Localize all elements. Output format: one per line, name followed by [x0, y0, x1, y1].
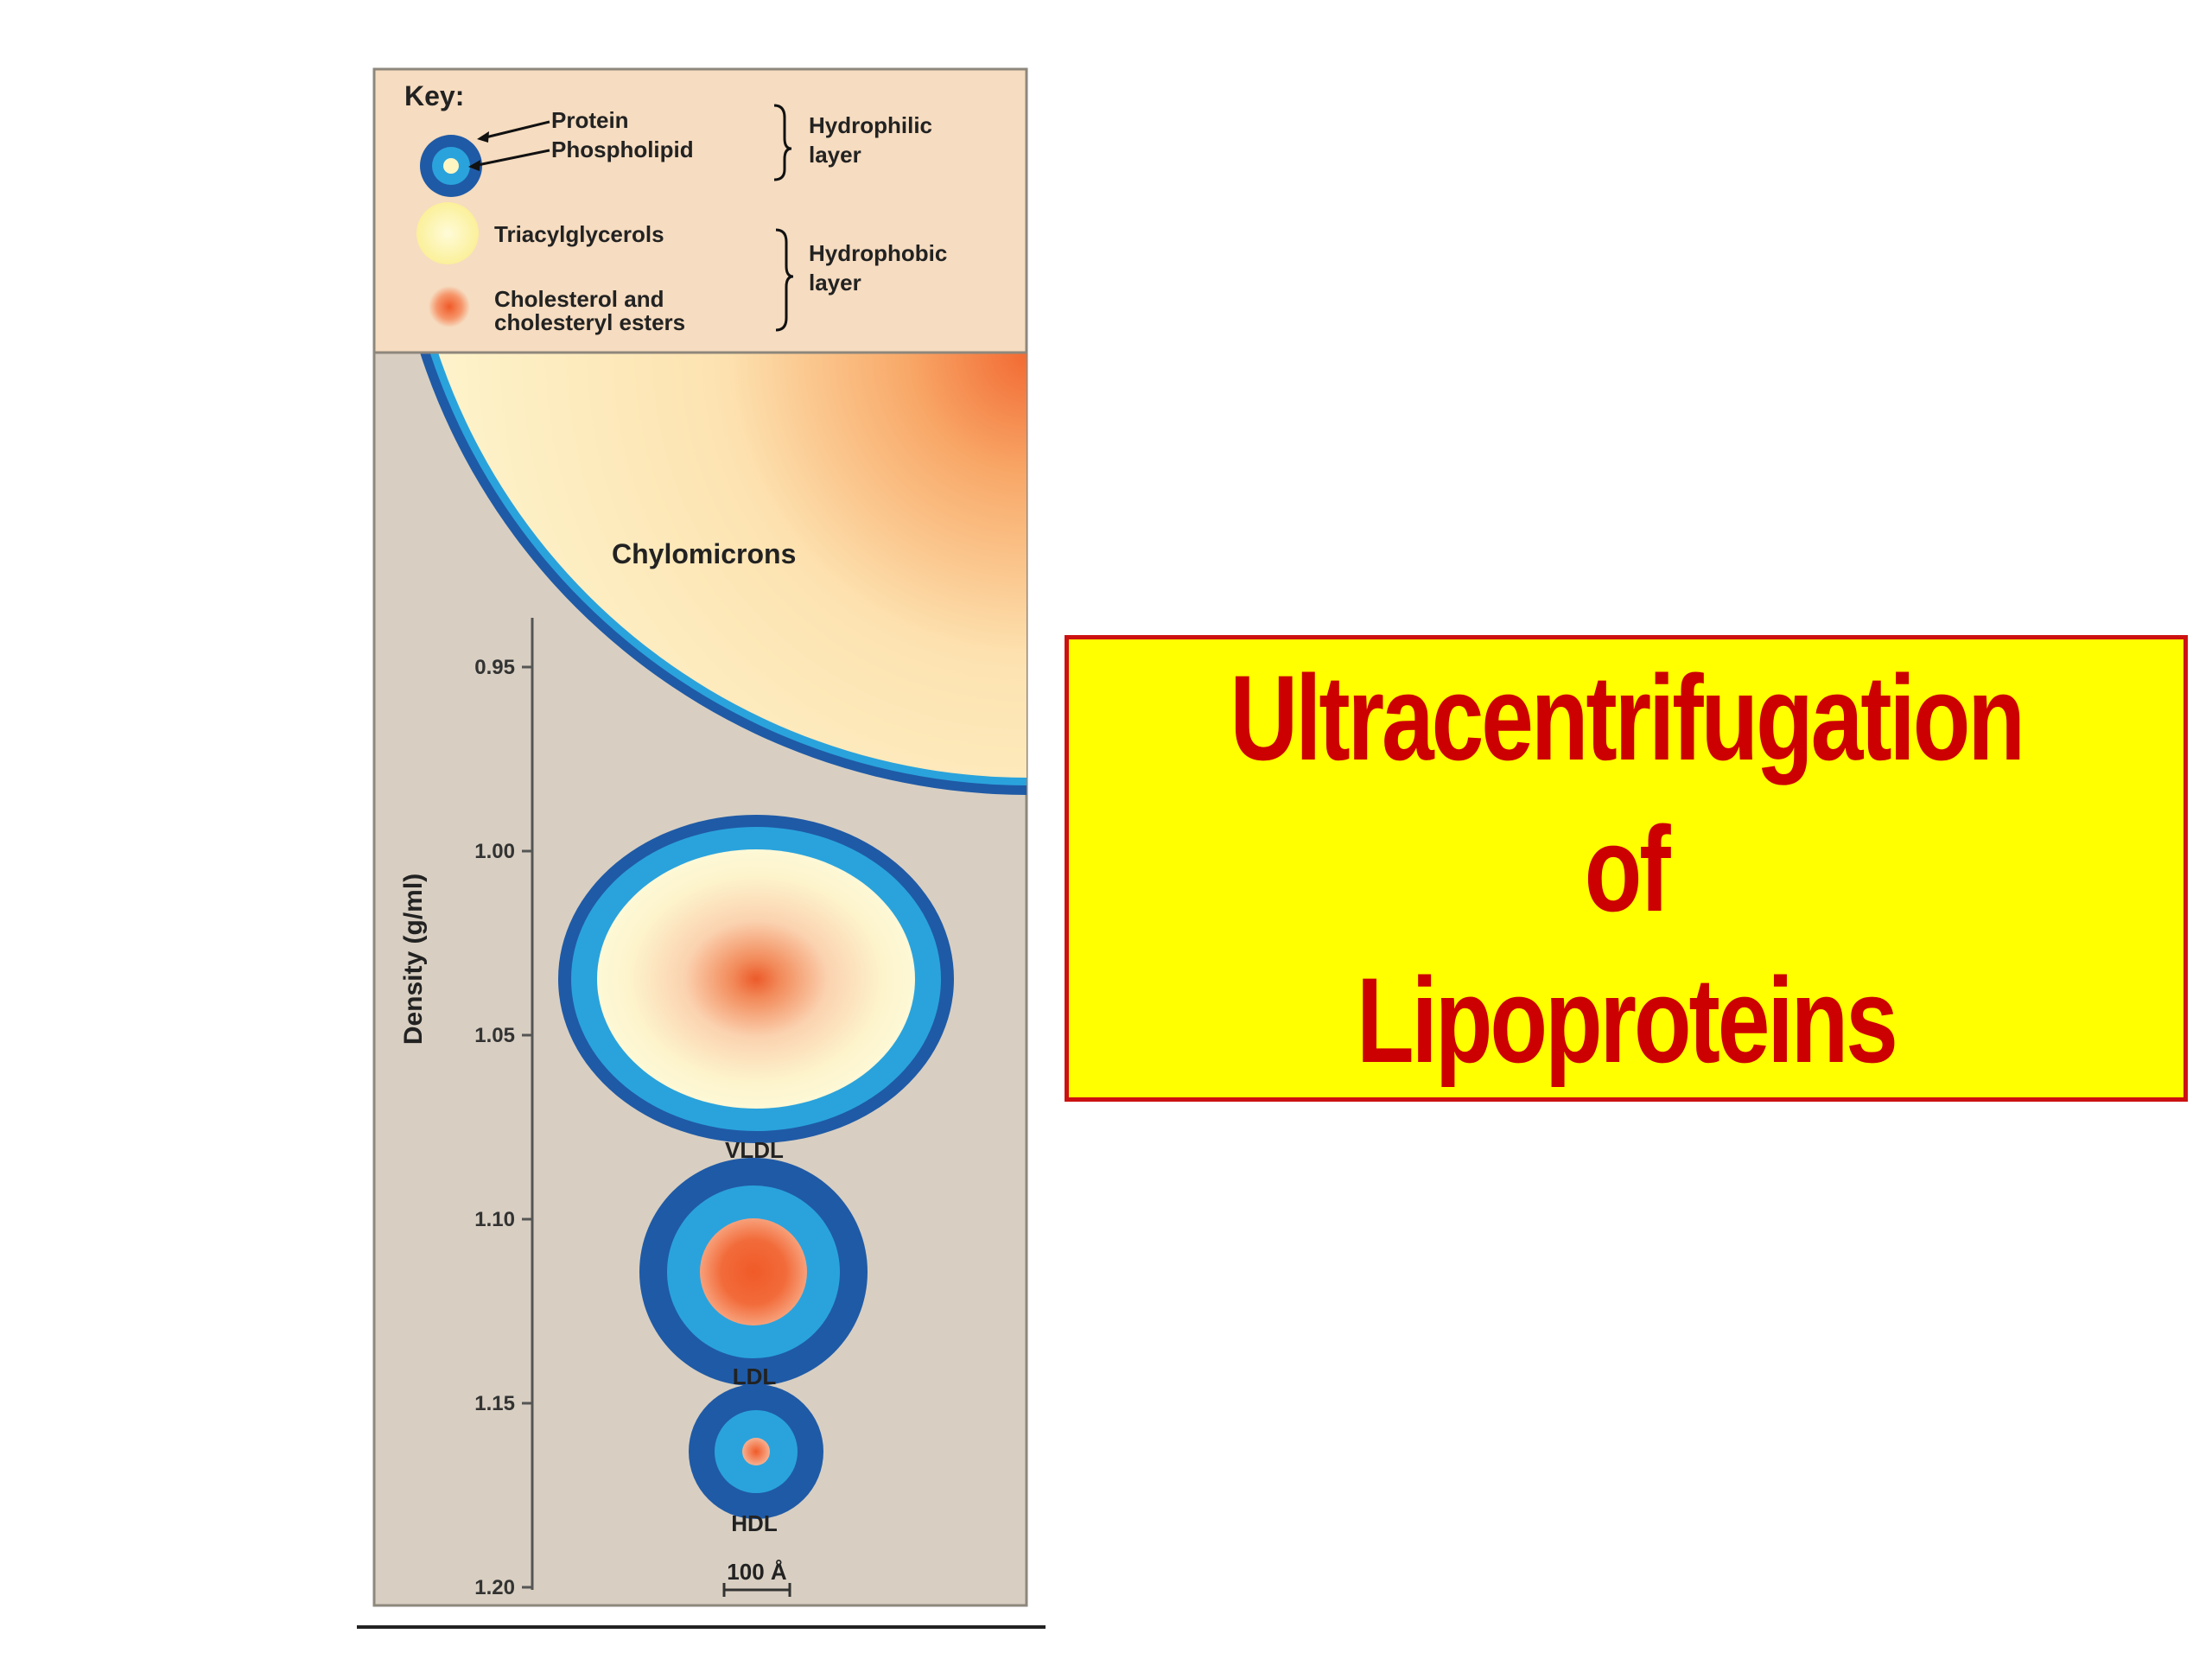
axis-tick-label: 1.20	[474, 1576, 515, 1599]
chylomicron-particle	[420, 353, 1027, 795]
hydrophobic-label-line1: Hydrophobic	[809, 240, 947, 266]
vldl-particle	[558, 815, 954, 1143]
axis-tick-label: 1.10	[474, 1208, 515, 1231]
triacylglycerol-icon	[416, 202, 479, 264]
density-axis: 0.95 1.00 1.05 1.10 1.15 1.20 Density (g/ml)	[399, 618, 534, 1599]
axis-tick-label: 1.00	[474, 840, 515, 863]
protein-label: Protein	[551, 107, 629, 133]
hydrophobic-bracket	[775, 228, 794, 332]
hydrophilic-bracket	[773, 104, 792, 181]
ldl-particle	[639, 1158, 868, 1386]
triacylglycerols-label: Triacylglycerols	[494, 221, 664, 247]
title-line-3: Lipoproteins	[1357, 951, 1898, 1088]
axis-tick-label: 1.05	[474, 1024, 515, 1047]
axis-ticks: 0.95 1.00 1.05 1.10 1.15 1.20	[474, 656, 532, 1599]
title-line-2: of	[1584, 800, 1671, 937]
title-line-1: Ultracentrifugation	[1230, 649, 2025, 785]
scale-bar-label: 100 Å	[727, 1559, 787, 1585]
hydrophilic-label-line2: layer	[809, 142, 861, 168]
cholesterol-label-line1: Cholesterol and	[494, 286, 664, 312]
protein-pointer	[481, 120, 550, 140]
axis-tick-label: 1.15	[474, 1392, 515, 1415]
cholesterol-icon	[429, 286, 470, 327]
chylomicrons-label: Chylomicrons	[612, 538, 796, 569]
key-heading: Key:	[404, 80, 464, 111]
hdl-particle	[689, 1384, 823, 1519]
hdl-label: HDL	[731, 1510, 778, 1536]
axis-label: Density (g/ml)	[399, 874, 428, 1045]
key-legend: Key: Protein Phospholipid Hydrophilic la…	[372, 67, 1028, 354]
hydrophilic-label-line1: Hydrophilic	[809, 112, 932, 138]
phospholipid-pointer	[473, 149, 550, 168]
cholesterol-label-line2: cholesteryl esters	[494, 309, 685, 335]
key-box	[372, 67, 1028, 354]
hydrophobic-label-line2: layer	[809, 270, 861, 296]
protein-phospholipid-icon	[420, 135, 482, 197]
title-box: Ultracentrifugation of Lipoproteins	[1065, 635, 2188, 1102]
axis-tick-label: 0.95	[474, 656, 515, 679]
phospholipid-label: Phospholipid	[551, 137, 694, 162]
